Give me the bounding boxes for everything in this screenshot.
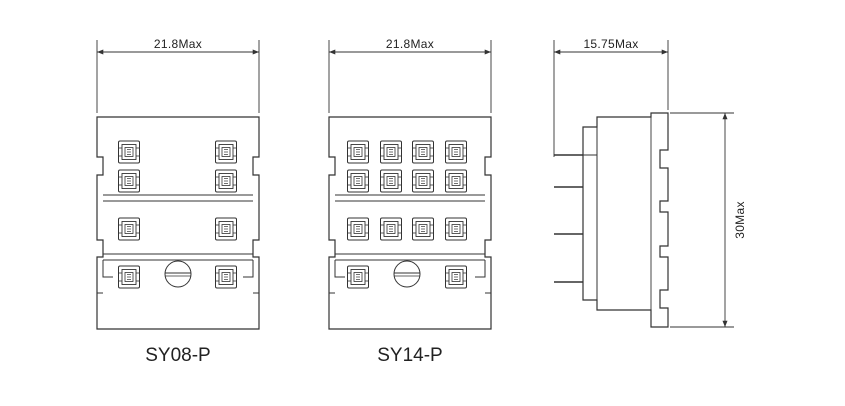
side-height-label: 30Max (733, 201, 747, 239)
sy14-width-label: 21.8Max (386, 37, 434, 51)
sy08-model-label: SY08-P (145, 345, 210, 366)
side-view-pins (554, 154, 583, 283)
sy08-front-view (96, 116, 260, 330)
side-height-dimension: 30Max (670, 112, 747, 328)
sy08-width-label: 21.8Max (154, 37, 202, 51)
sy14-width-dimension: 21.8Max (328, 37, 492, 113)
sy08-width-dimension: 21.8Max (96, 37, 260, 113)
side-depth-label: 15.75Max (583, 37, 638, 51)
side-view (554, 112, 669, 328)
sy14-front-view (328, 116, 492, 330)
side-depth-dimension: 15.75Max (553, 37, 669, 157)
sy14-model-label: SY14-P (377, 345, 442, 366)
